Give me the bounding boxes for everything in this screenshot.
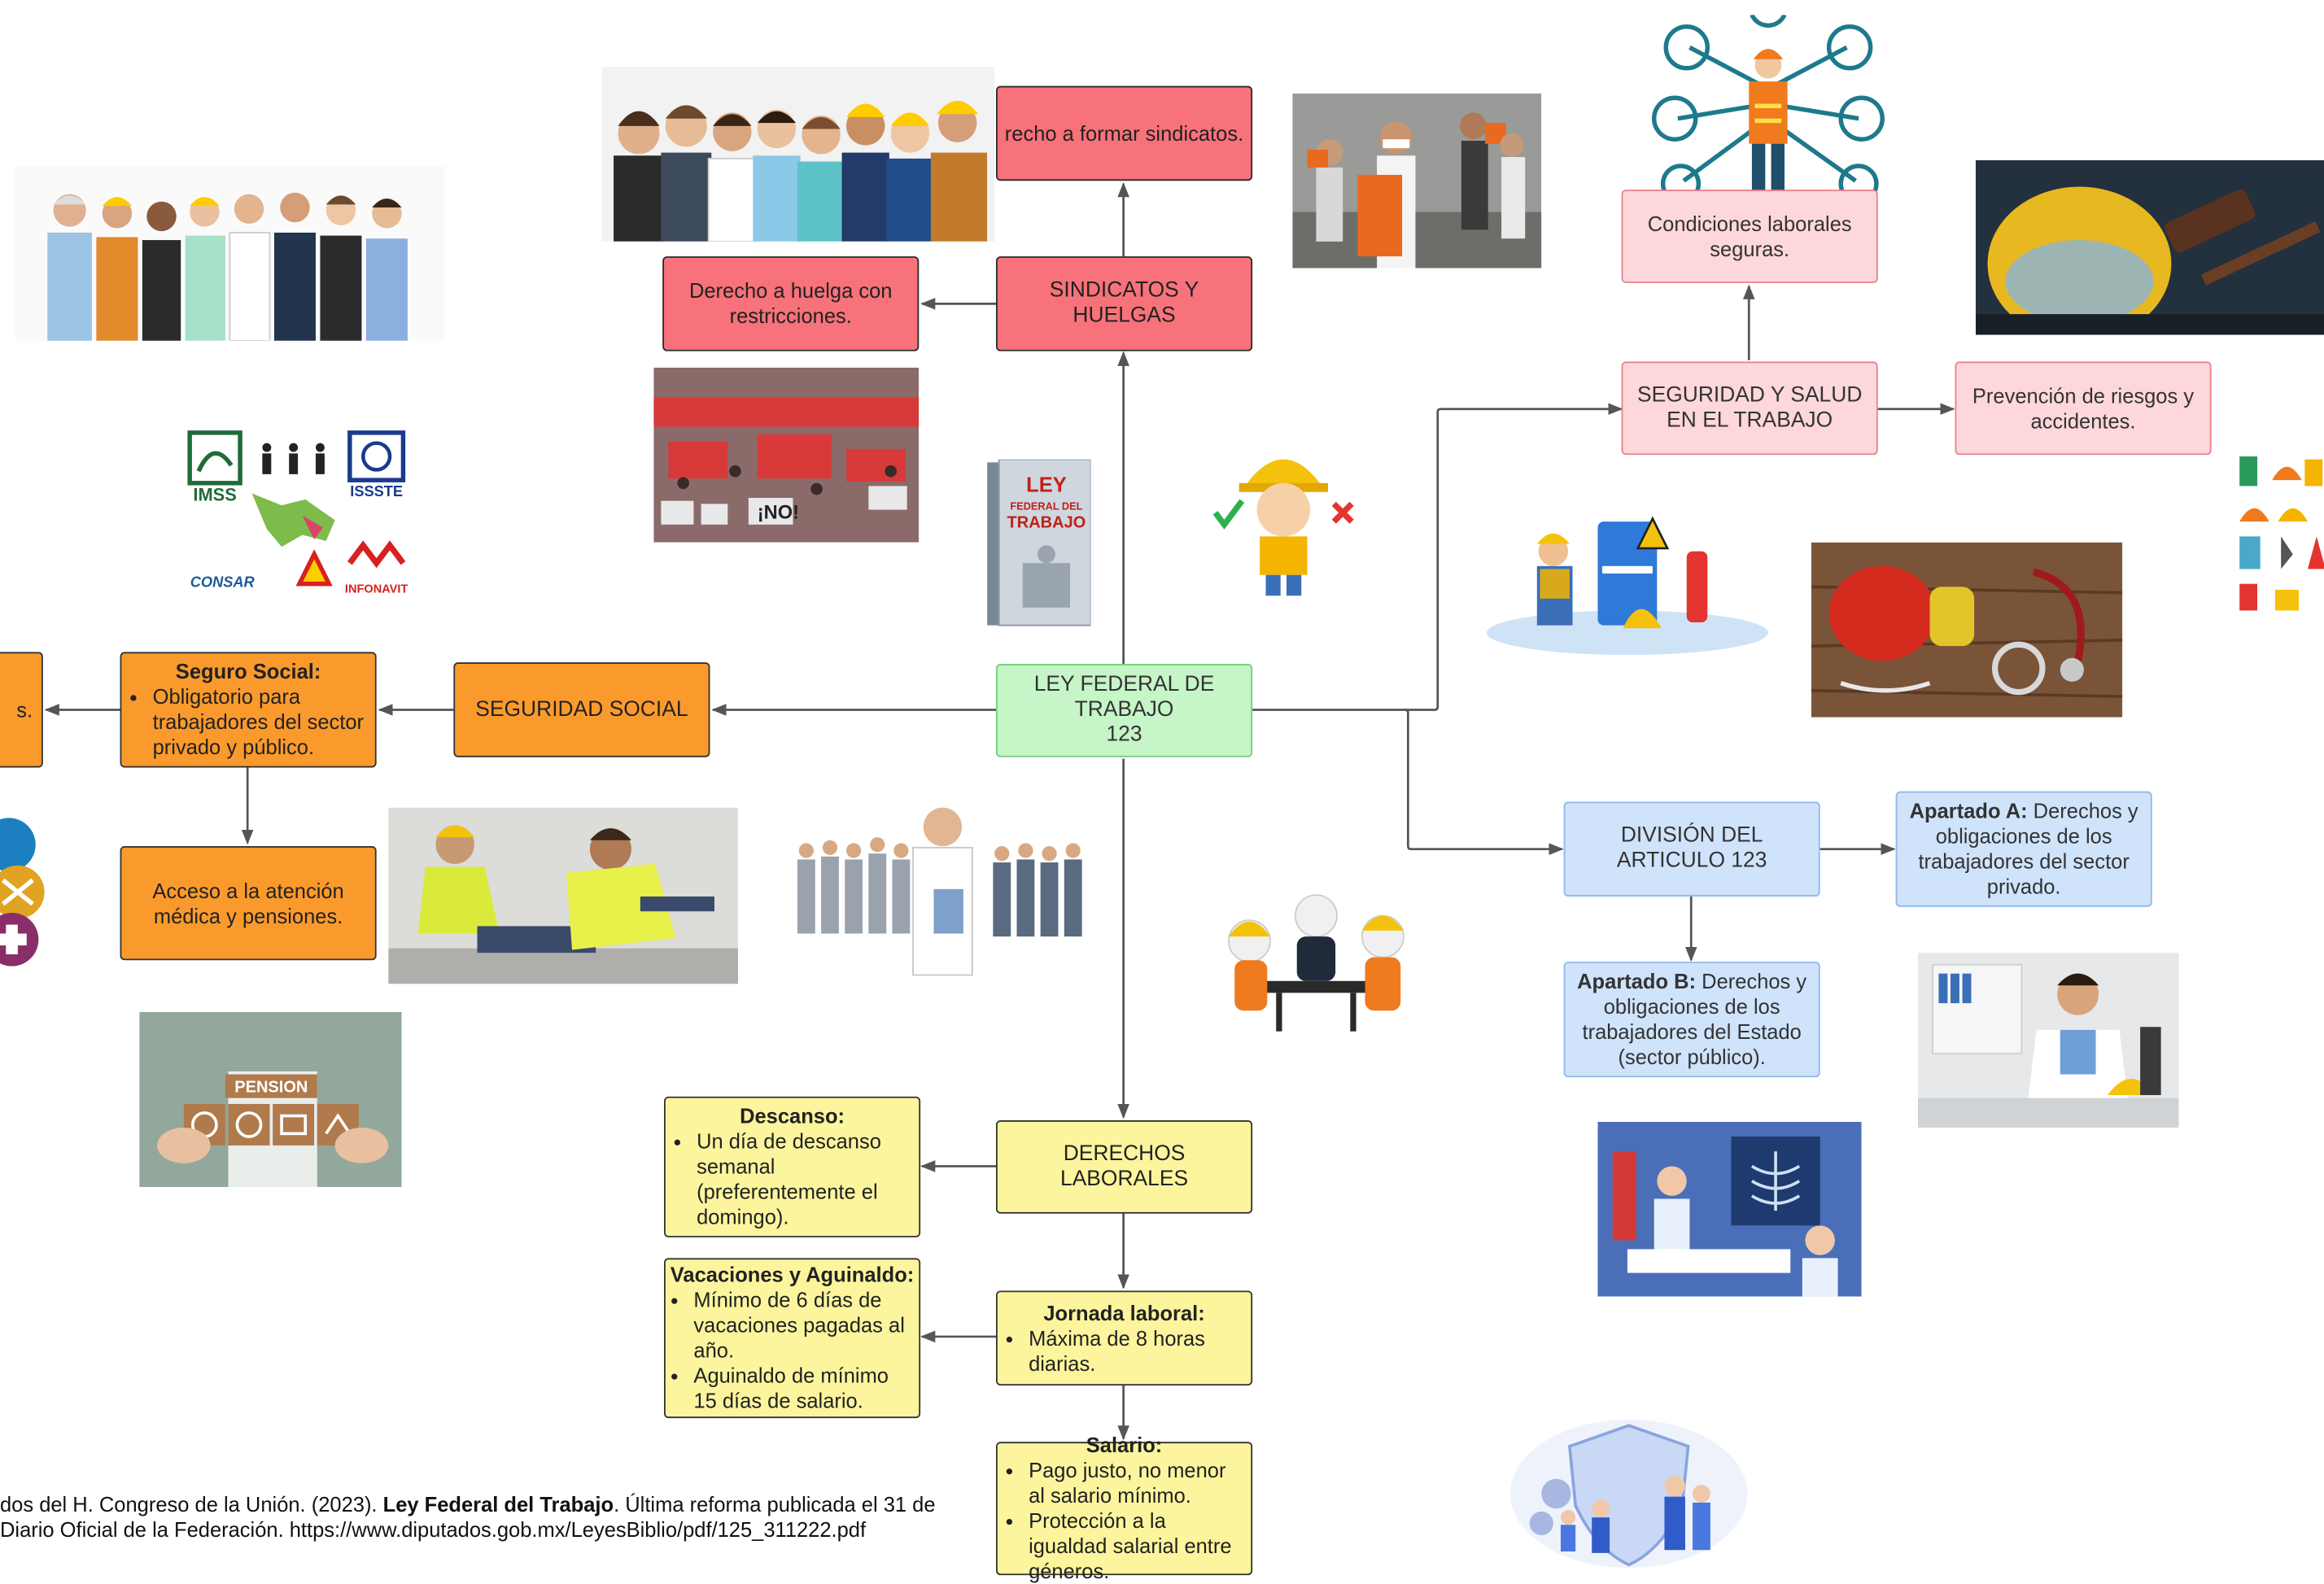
apartado-a-node[interactable]: Apartado A: Derechos y obligaciones de l…	[1895, 791, 2152, 907]
seguro-social-item: Obligatorio para trabajadores del sector…	[153, 685, 368, 761]
descanso-list: Un día de descanso semanal (preferenteme…	[673, 1129, 911, 1230]
reference-line-1: dos del H. Congreso de la Unión. (2023).…	[0, 1492, 936, 1517]
workers-lineup-photo	[15, 166, 445, 341]
center-number: 123	[1106, 722, 1142, 748]
condiciones-node[interactable]: Condiciones laborales seguras.	[1621, 190, 1878, 283]
center-title: LEY FEDERAL DE TRABAJO	[1033, 672, 1215, 722]
center-node[interactable]: LEY FEDERAL DE TRABAJO 123	[996, 664, 1253, 757]
jornada-item: Máxima de 8 horas diarias.	[1029, 1325, 1243, 1376]
vacaciones-node[interactable]: Vacaciones y Aguinaldo: Mínimo de 6 días…	[664, 1258, 921, 1419]
seguro-social-list: Obligatorio para trabajadores del sector…	[129, 685, 367, 761]
sindicatos-node[interactable]: SINDICATOS Y HUELGAS	[996, 256, 1253, 351]
salario-item-1: Pago justo, no menor al salario mínimo.	[1029, 1458, 1243, 1508]
helmet-stethoscope-photo	[1811, 542, 2123, 718]
workers-group-photo	[601, 66, 995, 242]
seguro-social-node[interactable]: Seguro Social: Obligatorio para trabajad…	[120, 652, 377, 768]
seguridad-salud-node[interactable]: SEGURIDAD Y SALUD EN EL TRABAJO	[1621, 361, 1878, 456]
salario-item-2: Protección a la igualdad salarial entre …	[1029, 1508, 1243, 1584]
logo-imss: IMSS	[193, 485, 236, 505]
salario-node[interactable]: Salario: Pago justo, no menor al salario…	[996, 1433, 1253, 1582]
apartado-b-text: Derechos y obligaciones de los trabajado…	[1582, 969, 1807, 1069]
left-cut-icons	[0, 814, 98, 988]
ley-book-image: LEY FEDERAL DEL TRABAJO	[987, 459, 1091, 629]
jornada-title: Jornada laboral:	[1043, 1300, 1205, 1324]
reference-authors: dos del H. Congreso de la Unión. (2023).	[0, 1492, 383, 1516]
huelga-node[interactable]: Derecho a huelga con restricciones.	[662, 256, 920, 351]
descanso-node[interactable]: Descanso: Un día de descanso semanal (pr…	[664, 1096, 921, 1237]
logo-consar: CONSAR	[190, 574, 256, 590]
salario-list: Pago justo, no menor al salario mínimo. …	[1005, 1458, 1243, 1584]
injured-worker-photo	[388, 807, 739, 984]
family-shield-illustration	[1496, 1404, 1761, 1580]
link-center-division	[1404, 709, 1564, 855]
apartado-a-title: Apartado A:	[1909, 798, 2028, 823]
prevencion-node[interactable]: Prevención de riesgos y accidentes.	[1955, 361, 2212, 456]
seguridad-salud-label: SEGURIDAD Y SALUD EN EL TRABAJO	[1636, 382, 1863, 432]
safety-equipment-illustration	[1471, 491, 1784, 658]
reference-reform: . Última reforma publicada el 31 de	[614, 1492, 936, 1516]
link-center-seguridad-salud	[1252, 403, 1623, 711]
protest-masks-photo	[1292, 93, 1542, 268]
helmet-gavel-photo	[1975, 159, 2324, 335]
medical-xray-illustration	[1597, 1121, 1862, 1297]
reference-title: Ley Federal del Trabajo	[382, 1492, 614, 1516]
division-node[interactable]: DIVISIÓN DEL ARTICULO 123	[1563, 801, 1820, 897]
acceso-node[interactable]: Acceso a la atención médica y pensiones.	[120, 846, 377, 961]
apartado-b-title: Apartado B:	[1577, 969, 1697, 993]
vacaciones-list: Mínimo de 6 días de vacaciones pagadas a…	[670, 1288, 915, 1414]
descanso-title: Descanso:	[740, 1103, 845, 1128]
protest-crowd-photo: ¡NO!	[653, 367, 920, 543]
condiciones-label: Condiciones laborales seguras.	[1647, 211, 1852, 260]
jornada-list: Máxima de 8 horas diarias.	[1005, 1325, 1243, 1376]
derechos-node[interactable]: DERECHOS LABORALES	[996, 1120, 1253, 1214]
jornada-node[interactable]: Jornada laboral: Máxima de 8 horas diari…	[996, 1290, 1253, 1386]
seguro-social-title: Seguro Social:	[175, 659, 321, 683]
pension-blocks-photo: PENSION	[139, 1012, 402, 1187]
seguridad-social-label: SEGURIDAD SOCIAL	[475, 696, 688, 722]
sindicatos-label: SINDICATOS Y HUELGAS	[1049, 278, 1199, 328]
vacaciones-title: Vacaciones y Aguinaldo:	[670, 1262, 915, 1287]
book-title-trabajo: TRABAJO	[1007, 513, 1086, 531]
descanso-item: Un día de descanso semanal (preferenteme…	[697, 1129, 911, 1230]
apartado-a-text: Derechos y obligaciones de los trabajado…	[1918, 798, 2138, 898]
formar-sindicatos-node[interactable]: recho a formar sindicatos.	[996, 85, 1253, 181]
logo-issste: ISSSTE	[350, 483, 403, 500]
pension-label: PENSION	[234, 1078, 308, 1096]
safety-gear-icons	[1648, 15, 1889, 193]
huelga-label: Derecho a huelga con restricciones.	[688, 278, 893, 328]
prevencion-label: Prevención de riesgos y accidentes.	[1972, 382, 2195, 432]
reference-line-2: Diario Oficial de la Federación. https:/…	[0, 1517, 866, 1543]
apartado-b-node[interactable]: Apartado B: Derechos y obligaciones de l…	[1563, 962, 1820, 1078]
derechos-label: DERECHOS LABORALES	[1060, 1141, 1189, 1191]
cut-left-node[interactable]: s.	[0, 652, 43, 768]
division-label: DIVISIÓN DEL ARTICULO 123	[1616, 823, 1767, 873]
logo-infonavit: INFONAVIT	[345, 583, 408, 596]
right-cut-icons	[2230, 447, 2324, 618]
vacaciones-item-1: Mínimo de 6 días de vacaciones pagadas a…	[693, 1288, 914, 1364]
book-title-ley: LEY	[1026, 474, 1067, 497]
vacaciones-item-2: Aguinaldo de mínimo 15 días de salario.	[693, 1364, 914, 1414]
doctor-office-photo	[1917, 953, 2179, 1128]
seguridad-social-node[interactable]: SEGURIDAD SOCIAL	[453, 662, 710, 757]
formar-sindicatos-label: recho a formar sindicatos.	[1004, 120, 1244, 145]
acceso-label: Acceso a la atención médica y pensiones.	[152, 878, 344, 927]
book-title-federal: FEDERAL DEL	[1010, 500, 1082, 513]
salario-title: Salario:	[1086, 1433, 1163, 1457]
reference-source: Diario Oficial de la Federación. https:/…	[0, 1517, 867, 1542]
doctor-workers-photo	[785, 800, 1100, 979]
social-security-logos: IMSS ISSSTE CONSAR INFONAVIT	[177, 426, 416, 599]
protest-sign-text: ¡NO!	[758, 503, 799, 524]
worker-choice-illustration	[1200, 426, 1367, 598]
meeting-figures-illustration	[1175, 874, 1457, 1049]
cut-left-label: s.	[16, 696, 33, 722]
